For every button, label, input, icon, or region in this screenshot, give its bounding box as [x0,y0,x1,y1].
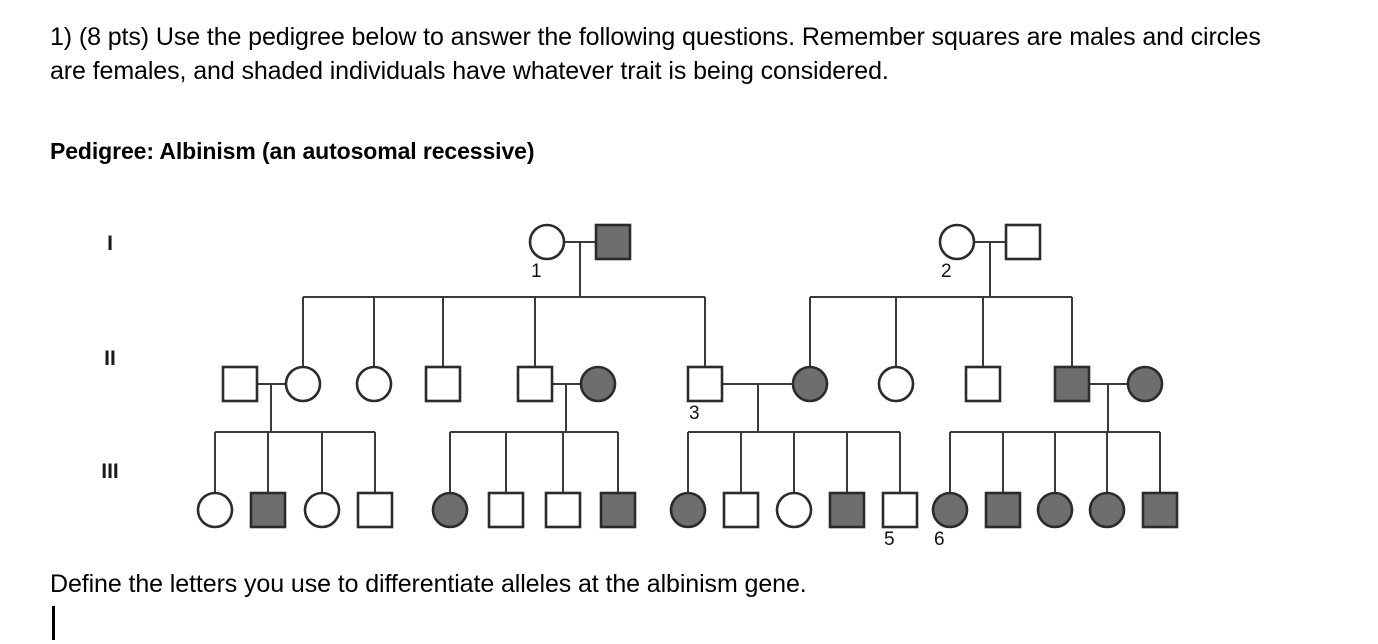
pedigree-symbol-ii-9-female-unaffected [877,365,915,403]
pedigree-symbol-iii-17-female-affected [1088,491,1126,529]
pedigree-symbol-iii-13-male-unaffected [881,491,919,529]
pedigree-symbol-iii-14-female-affected [931,491,969,529]
pedigree-symbol-ii-7-male-unaffected [686,365,724,403]
pedigree-connector-lines [213,240,1162,493]
pedigree-symbol-ii-4-male-unaffected [424,365,462,403]
text-cursor [52,606,55,640]
individual-number-3: 3 [689,403,700,424]
individual-number-1: 1 [531,261,542,282]
generation-label-iii: III [101,460,119,483]
pedigree-symbol-iii-5-female-affected [431,491,469,529]
pedigree-symbol-iii-12-male-affected [828,491,866,529]
pedigree-symbol-ii-10-male-unaffected [964,365,1002,403]
pedigree-symbol-ii-8-female-affected [791,365,829,403]
pedigree-symbol-iii-7-male-unaffected [544,491,582,529]
pedigree-symbol-ii-1-male-unaffected [221,365,259,403]
pedigree-symbols [196,223,1179,529]
pedigree-symbol-i-1-female-unaffected [528,223,566,261]
pedigree-symbol-i-3-female-unaffected [938,223,976,261]
pedigree-symbol-iii-15-male-affected [984,491,1022,529]
pedigree-symbol-ii-3-female-unaffected [355,365,393,403]
pedigree-symbol-ii-11-male-affected [1053,365,1091,403]
pedigree-symbol-iii-6-male-unaffected [487,491,525,529]
pedigree-title: Pedigree: Albinism (an autosomal recessi… [50,138,535,164]
generation-label-ii: II [104,347,116,370]
individual-number-2: 2 [941,261,952,282]
pedigree-symbol-iii-8-male-affected [599,491,637,529]
individual-number-5: 5 [884,529,895,550]
pedigree-symbol-iii-10-male-unaffected [722,491,760,529]
pedigree-symbol-iii-9-female-affected [669,491,707,529]
pedigree-symbol-iii-16-female-affected [1036,491,1074,529]
pedigree-symbol-iii-11-female-unaffected [775,491,813,529]
individual-number-6: 6 [934,529,945,550]
pedigree-symbol-iii-18-male-affected [1141,491,1179,529]
pedigree-symbol-iii-4-male-unaffected [356,491,394,529]
pedigree-symbol-ii-12-female-affected [1126,365,1164,403]
pedigree-symbol-iii-2-male-affected [249,491,287,529]
pedigree-symbol-ii-2-female-unaffected [284,365,322,403]
pedigree-id-labels: 1 2 3 5 6 [531,261,952,550]
generation-label-i: I [107,232,113,255]
pedigree-symbol-iii-1-female-unaffected [196,491,234,529]
follow-up-question: Define the letters you use to differenti… [50,570,807,598]
pedigree-symbol-i-2-male-affected [594,223,632,261]
question-prompt: 1) (8 pts) Use the pedigree below to ans… [50,23,1261,85]
pedigree-symbol-iii-3-female-unaffected [303,491,341,529]
pedigree-symbol-ii-5-male-unaffected [516,365,554,403]
pedigree-symbol-i-4-male-unaffected [1004,223,1042,261]
pedigree-symbol-ii-6-female-affected [579,365,617,403]
